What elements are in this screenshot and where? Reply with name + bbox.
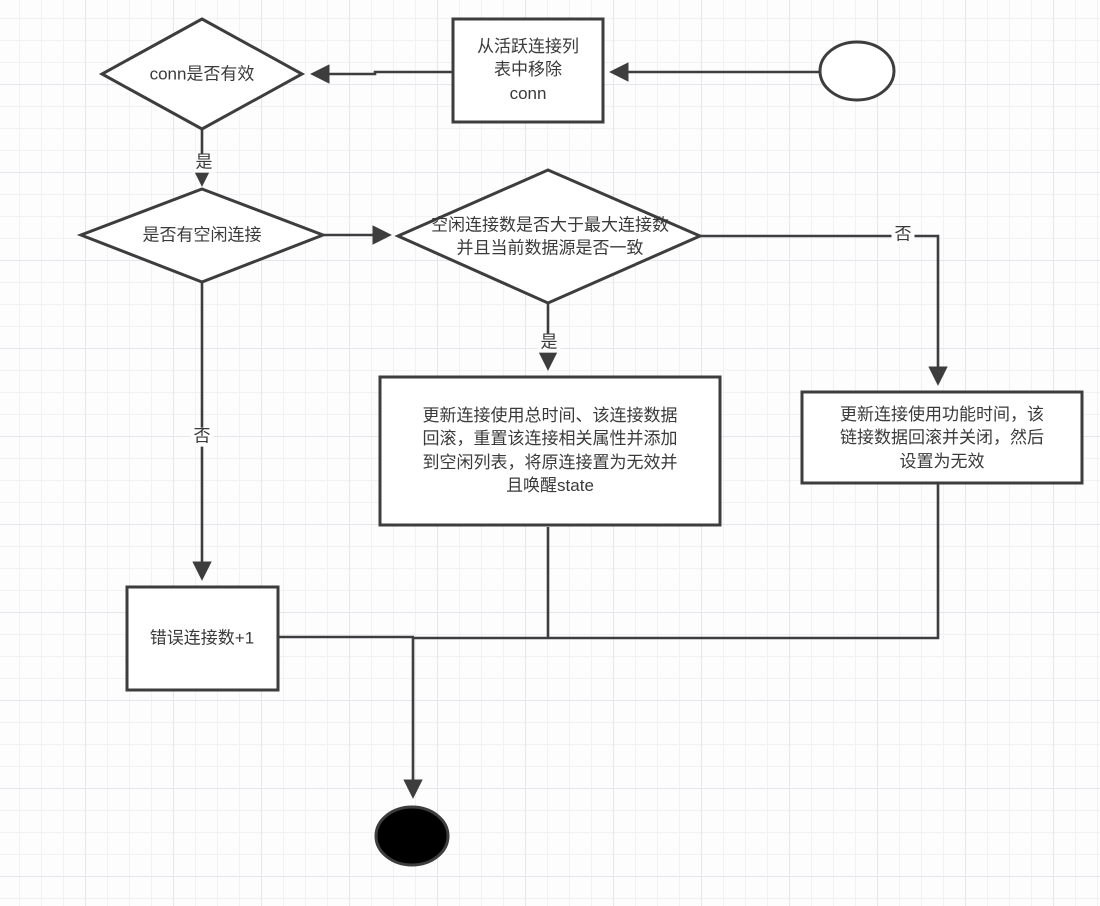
idle-available-decision-node [76,187,328,284]
close-conn-node [800,390,1084,485]
remove-conn-node [451,17,605,124]
idle-count-decision-node [394,168,704,305]
conn-valid-decision-node [98,17,306,131]
reset-conn-node [378,375,722,527]
edge-remove-conn-to-conn-valid [310,64,453,84]
edge-close-conn-to-junction [413,483,940,640]
edge-idle-count-no [700,234,948,386]
error-count-node [125,585,280,692]
start-node [818,40,896,102]
end-node [374,805,450,867]
